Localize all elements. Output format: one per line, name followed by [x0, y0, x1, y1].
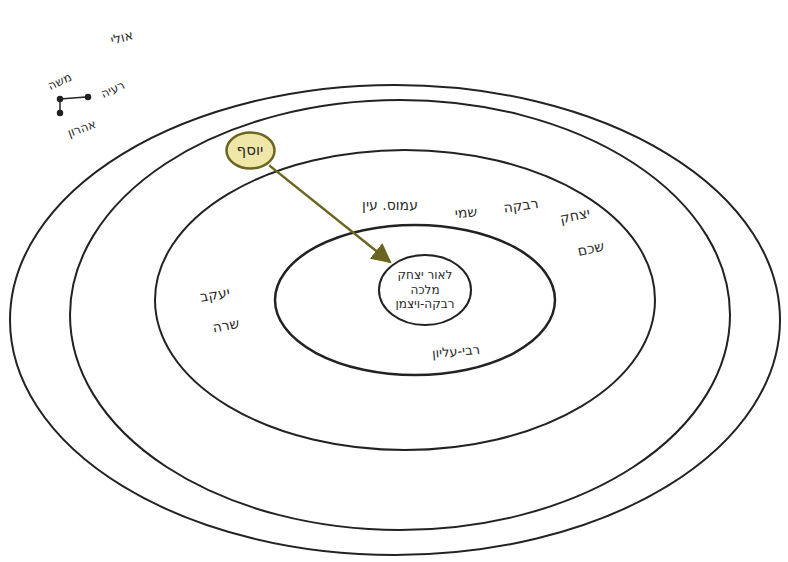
ellipse-outline — [226, 132, 274, 168]
handwritten-label: אולי — [109, 28, 134, 48]
handwritten-label: שמי — [454, 204, 478, 221]
handwritten-label: עמוס. עין — [362, 198, 418, 213]
inner-core-ellipse: לאור יצחקמלכהרבקה-ויצמן — [377, 253, 473, 327]
handwritten-label: רעיה — [99, 79, 127, 101]
handwritten-label: רבי-עליון — [431, 343, 480, 361]
handwritten-label: שרה — [211, 316, 240, 336]
handwritten-label: רבקה — [503, 196, 540, 216]
node-body: לאור יצחקמלכהרבקה-ויצמן — [377, 253, 473, 327]
handwritten-label: שכם — [576, 239, 605, 260]
handwritten-label: משה — [46, 71, 74, 93]
ellipse-outline — [379, 255, 471, 325]
third-ring — [155, 150, 655, 450]
outer-ring — [10, 85, 780, 555]
node-text: לאור יצחק — [398, 268, 453, 282]
small-tree-sketch — [58, 95, 91, 116]
node-body: יוסף — [224, 130, 277, 171]
node-text: יוסף — [237, 141, 264, 159]
fourth-ring — [275, 225, 555, 375]
arrow-connector — [269, 165, 390, 262]
node-text: מלכה — [410, 283, 439, 297]
node-text: רבקה-ויצמן — [396, 297, 455, 311]
handwritten-label: אהרון — [66, 118, 98, 140]
handwritten-label: יצחק — [558, 205, 591, 226]
handwritten-label: יעקב — [199, 285, 231, 305]
second-ring — [70, 100, 730, 530]
circled-name: יוסף — [224, 130, 277, 171]
